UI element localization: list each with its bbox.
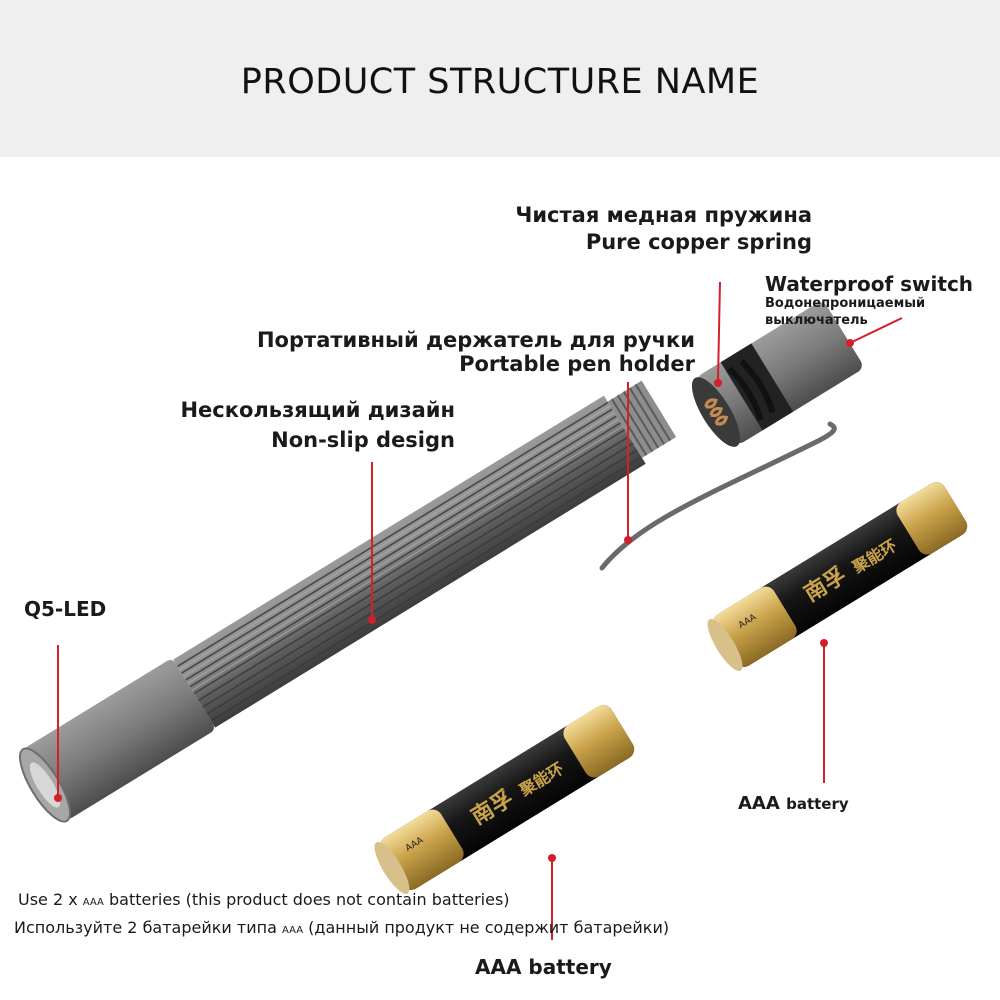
battery-bottom-aaa: AAA <box>475 955 522 979</box>
nonslip-label-en: Non-slip design <box>271 428 455 452</box>
page-title: PRODUCT STRUCTURE NAME <box>240 62 760 102</box>
spring-label-en: Pure copper spring <box>585 230 812 254</box>
pen-clip <box>599 421 837 571</box>
battery-right-aaa: AAA <box>738 793 780 814</box>
usage-note-ru-prefix: Используйте 2 батарейки типа <box>14 918 282 937</box>
usage-note-en-suffix: batteries (this product does not contain… <box>103 890 510 909</box>
battery-right: 南孚 聚能环 AAA <box>707 482 968 672</box>
switch-label-ru-1: Водонепроницаемый <box>765 296 926 311</box>
holder-label-en: Portable pen holder <box>459 352 695 376</box>
battery-bottom-word: battery <box>528 955 612 979</box>
header-banner: PRODUCT STRUCTURE NAME <box>0 0 1000 157</box>
product-illustration: 南孚 聚能环 AAA 南孚 聚能环 AAA <box>19 281 968 940</box>
battery-bottom-label: AAA battery <box>475 955 612 979</box>
usage-note-en: Use 2 x AAA batteries (this product does… <box>18 890 510 909</box>
usage-note-ru-suffix: (данный продукт не содержит батарейки) <box>303 918 670 937</box>
flashlight-body <box>19 380 677 823</box>
switch-label-ru-2: выключатель <box>765 313 868 328</box>
pointer-lines <box>54 281 903 940</box>
usage-note-ru-aaa: AAA <box>281 925 304 936</box>
nonslip-label-ru: Нескользящий дизайн <box>180 398 455 422</box>
battery-right-word: battery <box>786 795 849 813</box>
holder-label-ru: Портативный держатель для ручки <box>256 328 695 352</box>
tail-cap <box>691 302 862 447</box>
usage-note-en-aaa: AAA <box>82 897 104 908</box>
usage-note-ru: Используйте 2 батарейки типа AAA (данный… <box>14 918 669 937</box>
battery-bottom: 南孚 聚能环 AAA <box>374 705 635 895</box>
battery-right-label: AAA battery <box>738 793 849 814</box>
spring-label-ru: Чистая медная пружина <box>515 203 812 227</box>
usage-note-en-prefix: Use 2 x <box>18 890 83 909</box>
switch-label-en: Waterproof switch <box>765 272 974 296</box>
led-label: Q5-LED <box>24 597 107 621</box>
